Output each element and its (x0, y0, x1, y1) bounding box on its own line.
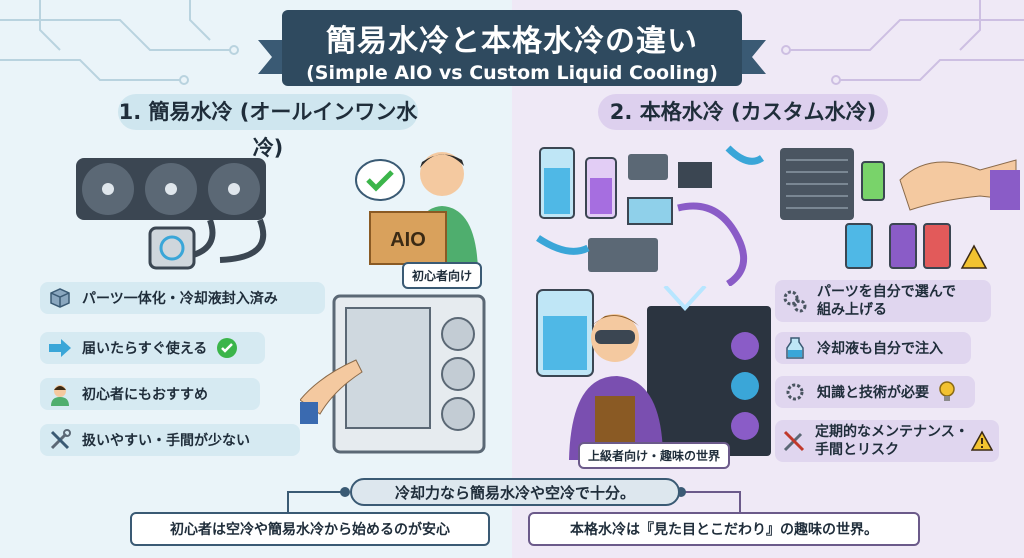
feature-custom-select-parts: パーツを自分で選んで 組み上げる (775, 280, 991, 322)
feature-label: 定期的なメンテナンス・ 手間とリスク (815, 423, 969, 459)
section-heading-aio: 1. 簡易水冷 (オールインワン水冷) (118, 94, 418, 160)
builder-pc-illustration (536, 286, 771, 460)
feature-aio-easy: 扱いやすい・手間が少ない (40, 424, 300, 456)
pc-case-aio-illustration (300, 294, 486, 454)
check-icon (213, 334, 241, 362)
calendar-warning-icon (970, 427, 993, 455)
conclusion-hobby: 本格水冷は『見た目とこだわり』の趣味の世界。 (528, 512, 920, 546)
gears-icon (781, 287, 809, 315)
feature-aio-integrated: パーツ一体化・冷却液封入済み (40, 282, 325, 314)
feature-aio-beginner: 初心者にもおすすめ (40, 378, 260, 410)
aio-radiator-illustration (76, 158, 267, 270)
feature-label-line1: 定期的なメンテナンス・ (815, 424, 969, 440)
feature-label: 届いたらすぐ使える (82, 341, 208, 357)
feature-label: パーツを自分で選んで 組み上げる (817, 283, 956, 319)
radiator-bottles-illustration (780, 148, 1020, 269)
conclusion-center: 冷却力なら簡易水冷や空冷で十分。 (350, 478, 680, 506)
lightbulb-icon (933, 378, 961, 406)
aio-box-label: AIO (390, 229, 426, 251)
feature-custom-maintenance: 定期的なメンテナンス・ 手間とリスク (775, 420, 999, 462)
feature-label: 扱いやすい・手間が少ない (82, 433, 250, 449)
page-subtitle: (Simple AIO vs Custom Liquid Cooling) (306, 62, 718, 84)
badge-beginner: 初心者向け (402, 262, 483, 289)
feature-custom-fill-liquid: 冷却液も自分で注入 (775, 332, 971, 364)
person-icon (46, 380, 74, 408)
tools-icon (46, 426, 74, 454)
liquid-bottle-icon (781, 334, 809, 362)
feature-label: 知識と技術が必要 (817, 385, 929, 401)
gear-lightbulb-icon (781, 378, 809, 406)
feature-label-line2: 手間とリスク (815, 442, 899, 458)
feature-aio-ready: 届いたらすぐ使える (40, 332, 265, 364)
arrow-right-icon (46, 334, 74, 362)
feature-label: 初心者にもおすすめ (82, 387, 208, 403)
feature-custom-skills: 知識と技術が必要 (775, 376, 975, 408)
person-holding-aio-box: AIO (355, 152, 478, 270)
connector-dot-right (676, 487, 686, 497)
feature-label: パーツ一体化・冷却液封入済み (82, 291, 278, 307)
feature-label-line2: 組み上げる (817, 302, 887, 318)
page-title: 簡易水冷と本格水冷の違い (326, 24, 698, 59)
feature-label-line1: パーツを自分で選んで (817, 284, 957, 300)
connector-dot-left (340, 487, 350, 497)
tools-warning-icon (781, 427, 807, 455)
section-heading-custom: 2. 本格水冷 (カスタム水冷) (598, 94, 888, 130)
feature-label: 冷却液も自分で注入 (817, 341, 943, 357)
conclusion-beginner: 初心者は空冷や簡易水冷から始めるのが安心 (130, 512, 490, 546)
custom-parts-illustration (536, 145, 765, 286)
package-icon (46, 284, 74, 312)
title-banner: 簡易水冷と本格水冷の違い (Simple AIO vs Custom Liqui… (282, 10, 742, 86)
badge-advanced: 上級者向け・趣味の世界 (578, 442, 731, 469)
